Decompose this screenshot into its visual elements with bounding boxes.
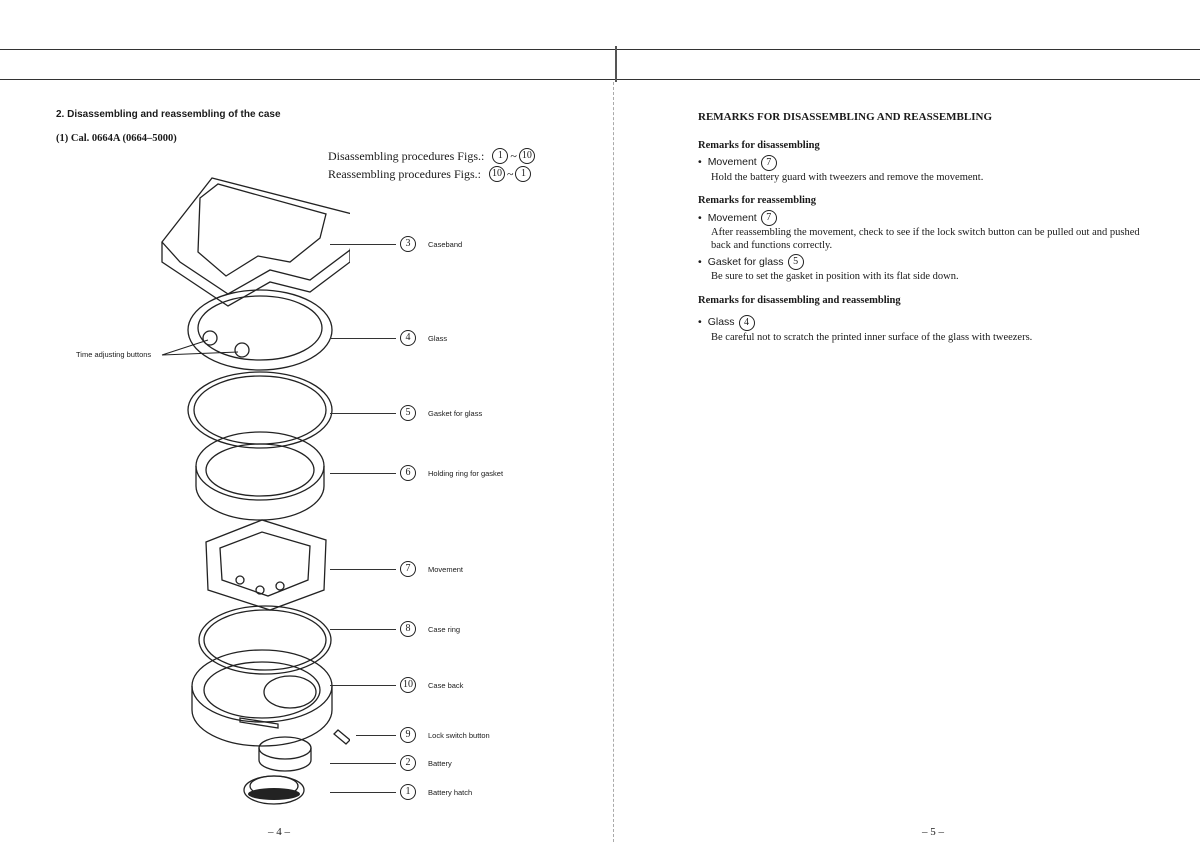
part-label-row: 2 Battery (330, 755, 452, 771)
item-label: Movement (707, 211, 757, 224)
part-number: 5 (400, 405, 416, 421)
leader-line (330, 628, 396, 630)
item-label: Gasket for glass (707, 255, 784, 268)
part-name: Caseband (428, 239, 463, 249)
list-item: • Gasket for glass 5 (698, 254, 1168, 271)
reassembling-procedure: Reassembling procedures Figs.: 10 ~ 1 (328, 166, 532, 182)
leader-line (330, 568, 396, 570)
list-item: • Movement 7 (698, 154, 1168, 171)
part-number: 9 (400, 727, 416, 743)
leader-line (330, 762, 396, 764)
fig-to-num: 10 (518, 148, 535, 164)
list-item: • Glass 4 (698, 314, 1168, 331)
header-rule-top (0, 49, 1200, 50)
item-number: 5 (787, 254, 804, 271)
page-gutter-line (613, 82, 614, 842)
part-label-row: 9 Lock switch button (356, 727, 490, 743)
reassembling-procedure-label: Reassembling procedures Figs.: (328, 166, 481, 181)
part-name: Battery hatch (428, 787, 473, 797)
part-label-row: 6 Holding ring for gasket (330, 465, 504, 481)
part-label-row: 1 Battery hatch (330, 784, 473, 800)
part-label-row: 4 Glass (330, 330, 448, 346)
header-rule-bottom (0, 79, 1200, 80)
item-number: 7 (760, 210, 777, 227)
fig-from-num: 10 (488, 166, 505, 182)
part-number: 6 (400, 465, 416, 481)
item-text: Be careful not to scratch the printed in… (711, 331, 1033, 343)
part-number: 8 (400, 621, 416, 637)
time-adjusting-leader (161, 339, 239, 356)
remarks-section: REMARKS FOR DISASSEMBLING AND REASSEMBLI… (698, 111, 1168, 344)
bullet-icon: • (698, 316, 702, 329)
item-number: 4 (738, 314, 755, 331)
part-number: 4 (400, 330, 416, 346)
bullet-icon: • (698, 255, 702, 268)
tilde: ~ (506, 166, 514, 181)
part-name: Case back (428, 680, 464, 690)
part-name: Holding ring for gasket (428, 468, 504, 478)
part-number: 2 (400, 755, 416, 771)
part-name: Movement (428, 564, 464, 574)
part-label-row: 5 Gasket for glass (330, 405, 483, 421)
section-title: 2. Disassembling and reassembling of the… (56, 109, 281, 120)
part-number: 1 (400, 784, 416, 800)
leader-line (330, 337, 396, 339)
part-name: Glass (428, 333, 448, 343)
disassembling-procedure: Disassembling procedures Figs.: 1 ~ 10 (328, 148, 535, 164)
remarks-title: REMARKS FOR DISASSEMBLING AND REASSEMBLI… (698, 111, 992, 123)
bullet-icon: • (698, 211, 702, 224)
page-number-right: – 5 – (922, 826, 944, 838)
tilde: ~ (510, 148, 517, 163)
part-name: Case ring (428, 624, 461, 634)
part-label-row: 3 Caseband (330, 236, 463, 252)
exploded-case-diagram (161, 177, 350, 805)
page-gutter (615, 46, 617, 82)
part-label-row: 8 Case ring (330, 621, 461, 637)
time-adjusting-label: Time adjusting buttons (76, 350, 152, 359)
part-name: Gasket for glass (428, 408, 483, 418)
fig-from-num: 1 (492, 148, 509, 164)
bullet-icon: • (698, 156, 702, 169)
leader-line (330, 472, 396, 474)
disassembling-procedure-label: Disassembling procedures Figs.: (328, 148, 485, 163)
part-name: Battery (428, 758, 452, 768)
item-label: Movement (707, 156, 757, 169)
disassembling-heading: Remarks for disassembling (698, 139, 820, 151)
both-heading: Remarks for disassembling and reassembli… (698, 294, 901, 306)
leader-line (330, 412, 396, 414)
item-text: After reassembling the movement, check t… (711, 227, 1140, 252)
leader-line (330, 243, 396, 245)
item-number: 7 (760, 154, 777, 171)
part-label-row: 10 Case back (330, 677, 464, 693)
subsection-title: (1) Cal. 0664A (0664–5000) (56, 133, 177, 144)
part-number: 7 (400, 561, 416, 577)
leader-line (356, 734, 396, 736)
leader-line (330, 684, 396, 686)
list-item: • Movement 7 (698, 210, 1168, 227)
page-number-left: – 4 – (268, 826, 290, 838)
part-name: Lock switch button (428, 730, 490, 740)
fig-to-num: 1 (515, 166, 532, 182)
item-label: Glass (707, 316, 735, 329)
leader-line (330, 791, 396, 793)
reassembling-heading: Remarks for reassembling (698, 195, 817, 206)
part-label-row: 7 Movement (330, 561, 464, 577)
part-number: 3 (400, 236, 416, 252)
item-text: Be sure to set the gasket in position wi… (711, 271, 959, 283)
item-text: Hold the battery guard with tweezers and… (711, 171, 984, 183)
part-number: 10 (400, 677, 416, 693)
